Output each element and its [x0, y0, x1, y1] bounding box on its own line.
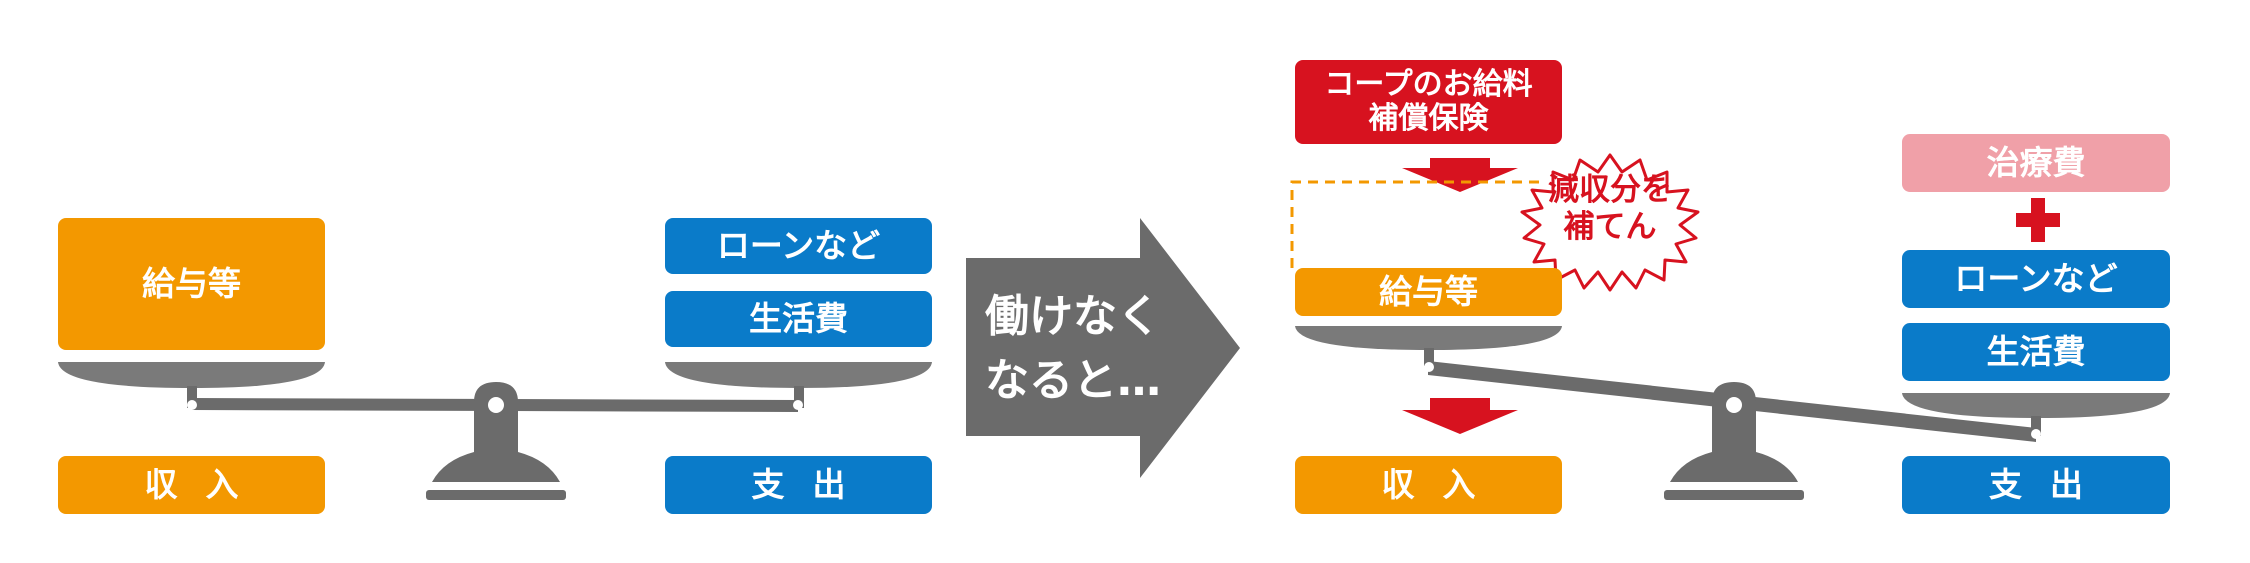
- plus-icon: [2016, 198, 2060, 242]
- insurance-box: コープのお給料 補償保険: [1295, 60, 1562, 144]
- left-expense-label: 支出: [665, 456, 932, 514]
- right-fulcrum-base: [1664, 490, 1804, 500]
- left-fulcrum: [432, 382, 560, 482]
- insurance-down-arrow: [1402, 158, 1518, 192]
- right-loan-box: ローンなど: [1902, 250, 2170, 308]
- right-salary-box: 給与等: [1295, 268, 1562, 316]
- compensation-text: 減収分を 補てん: [1548, 172, 1672, 246]
- transition-line-2: なると…: [985, 354, 1161, 406]
- right-pan-expense: [1902, 393, 2170, 418]
- right-expense-label: 支出: [1902, 456, 2170, 514]
- transition-arrow: [966, 218, 1240, 478]
- left-beam-pin-income: [187, 400, 197, 410]
- left-income-label: 収入: [58, 456, 325, 514]
- left-fulcrum-pin: [488, 397, 504, 413]
- transition-line-1: 働けなく: [985, 291, 1161, 342]
- right-fulcrum-pin: [1726, 397, 1742, 413]
- reduced-income-outline: [1290, 180, 1545, 268]
- right-pan-stem-expense: [2031, 416, 2041, 436]
- left-living-cost-box: 生活費: [665, 291, 932, 347]
- right-pan-income: [1295, 326, 1562, 350]
- left-salary-box: 給与等: [58, 218, 325, 350]
- income-down-arrow: [1402, 398, 1518, 434]
- left-pan-stem-income: [187, 386, 197, 408]
- right-beam-pin-income: [1424, 362, 1434, 372]
- treatment-cost-box: 治療費: [1902, 134, 2170, 192]
- right-living-cost-box: 生活費: [1902, 323, 2170, 381]
- left-pan-expense: [665, 362, 932, 388]
- right-beam-pin-expense: [2031, 429, 2041, 439]
- left-balance-scale: [58, 362, 932, 500]
- left-fulcrum-base: [426, 490, 566, 500]
- right-income-label: 収入: [1295, 456, 1562, 514]
- left-pan-stem-expense: [794, 386, 804, 408]
- transition-text: 働けなく なると…: [985, 285, 1215, 413]
- right-pan-stem-income: [1424, 348, 1434, 366]
- right-balance-scale: [1290, 153, 2170, 500]
- left-loan-box: ローンなど: [665, 218, 932, 274]
- compensation-burst: [1520, 153, 1700, 292]
- left-beam-pin-expense: [793, 400, 803, 410]
- left-pan-income: [58, 362, 325, 388]
- right-fulcrum: [1670, 382, 1798, 482]
